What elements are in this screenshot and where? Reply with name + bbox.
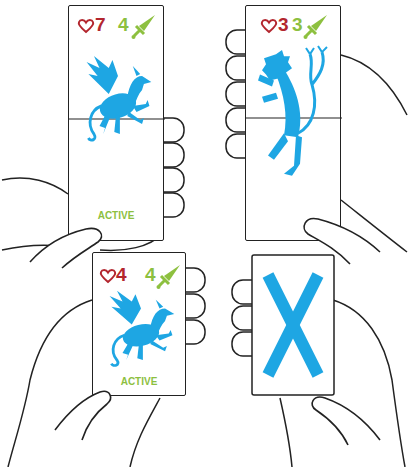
x-card bbox=[252, 255, 334, 395]
heart-symbol bbox=[101, 270, 115, 282]
griffin-emblem bbox=[133, 66, 140, 76]
sword-symbol bbox=[139, 15, 155, 31]
text-slot: 4 bbox=[118, 14, 129, 36]
x-mark bbox=[268, 275, 318, 375]
hand-contour bbox=[341, 55, 407, 115]
sword-symbol bbox=[134, 26, 144, 36]
stat-number: 4 bbox=[116, 264, 127, 285]
griffin-emblem bbox=[133, 100, 150, 112]
lion-emblem bbox=[306, 46, 327, 54]
status-label: ACTIVE bbox=[121, 376, 158, 387]
game-card: 33 bbox=[245, 5, 341, 241]
sword-symbol bbox=[157, 265, 181, 289]
text-slot: ACTIVE bbox=[69, 205, 163, 223]
hand-contour bbox=[2, 245, 60, 250]
card-art bbox=[69, 6, 165, 242]
hand-contour bbox=[130, 398, 160, 467]
thumb bbox=[55, 391, 111, 440]
griffin-emblem bbox=[114, 114, 120, 134]
game-card: 74ACTIVE bbox=[68, 5, 164, 241]
griffin-emblem bbox=[137, 342, 143, 360]
griffin-emblem bbox=[110, 291, 141, 325]
griffin-emblem bbox=[127, 76, 151, 104]
card-art bbox=[93, 253, 187, 397]
card-art bbox=[246, 6, 342, 242]
lion-emblem bbox=[284, 135, 302, 176]
stat-number: 7 bbox=[95, 14, 106, 35]
thumb bbox=[304, 219, 380, 264]
sword-symbol bbox=[304, 35, 308, 39]
griffin-emblem bbox=[111, 335, 124, 365]
stat-number: 3 bbox=[292, 14, 303, 35]
lion-emblem bbox=[268, 133, 288, 159]
hand-contour bbox=[8, 300, 92, 467]
hand-contour bbox=[2, 178, 68, 194]
lion-emblem bbox=[298, 52, 323, 133]
status-label: ACTIVE bbox=[98, 210, 135, 221]
text-slot: 4 bbox=[116, 264, 127, 286]
griffin-emblem bbox=[87, 56, 152, 140]
sword-symbol bbox=[164, 265, 180, 281]
hand-contour bbox=[280, 398, 292, 467]
hand-contours bbox=[2, 55, 407, 467]
thumb bbox=[312, 397, 380, 445]
griffin-emblem bbox=[127, 112, 144, 124]
text-slot: ACTIVE bbox=[93, 371, 185, 389]
heart-symbol bbox=[79, 20, 93, 32]
stat-number: 3 bbox=[278, 14, 289, 35]
sword-symbol bbox=[311, 15, 327, 31]
card-back bbox=[252, 255, 334, 395]
heart-symbol bbox=[262, 20, 276, 32]
text-slot: 4 bbox=[145, 264, 156, 286]
hand-contour bbox=[341, 200, 407, 252]
sword-symbol bbox=[159, 276, 169, 286]
griffin-emblem bbox=[156, 330, 173, 341]
stat-number: 4 bbox=[145, 264, 156, 285]
griffin-emblem bbox=[156, 300, 163, 309]
lion-emblem bbox=[262, 93, 278, 103]
lion-emblem bbox=[258, 46, 327, 176]
sword-symbol bbox=[306, 26, 316, 36]
sword-symbol bbox=[157, 285, 161, 289]
text-slot: 3 bbox=[278, 14, 289, 36]
griffin-emblem bbox=[150, 341, 167, 352]
griffin-emblem bbox=[110, 291, 175, 366]
lion-emblem bbox=[276, 72, 300, 137]
griffin-emblem bbox=[100, 112, 111, 134]
x-mark bbox=[268, 275, 318, 375]
griffin-emblem bbox=[87, 56, 118, 94]
game-card: 44ACTIVE bbox=[92, 252, 186, 396]
thumb bbox=[30, 228, 102, 268]
sword-symbol bbox=[304, 15, 328, 39]
stat-number: 4 bbox=[118, 14, 129, 35]
sword-symbol bbox=[132, 15, 156, 39]
text-slot: 3 bbox=[292, 14, 303, 36]
griffin-emblem bbox=[150, 309, 174, 334]
sword-symbol bbox=[132, 35, 136, 39]
griffin-emblem bbox=[123, 341, 134, 361]
lion-emblem bbox=[258, 74, 274, 86]
griffin-emblem bbox=[88, 106, 101, 140]
hand-contour bbox=[333, 300, 405, 467]
text-slot: 7 bbox=[95, 14, 106, 36]
